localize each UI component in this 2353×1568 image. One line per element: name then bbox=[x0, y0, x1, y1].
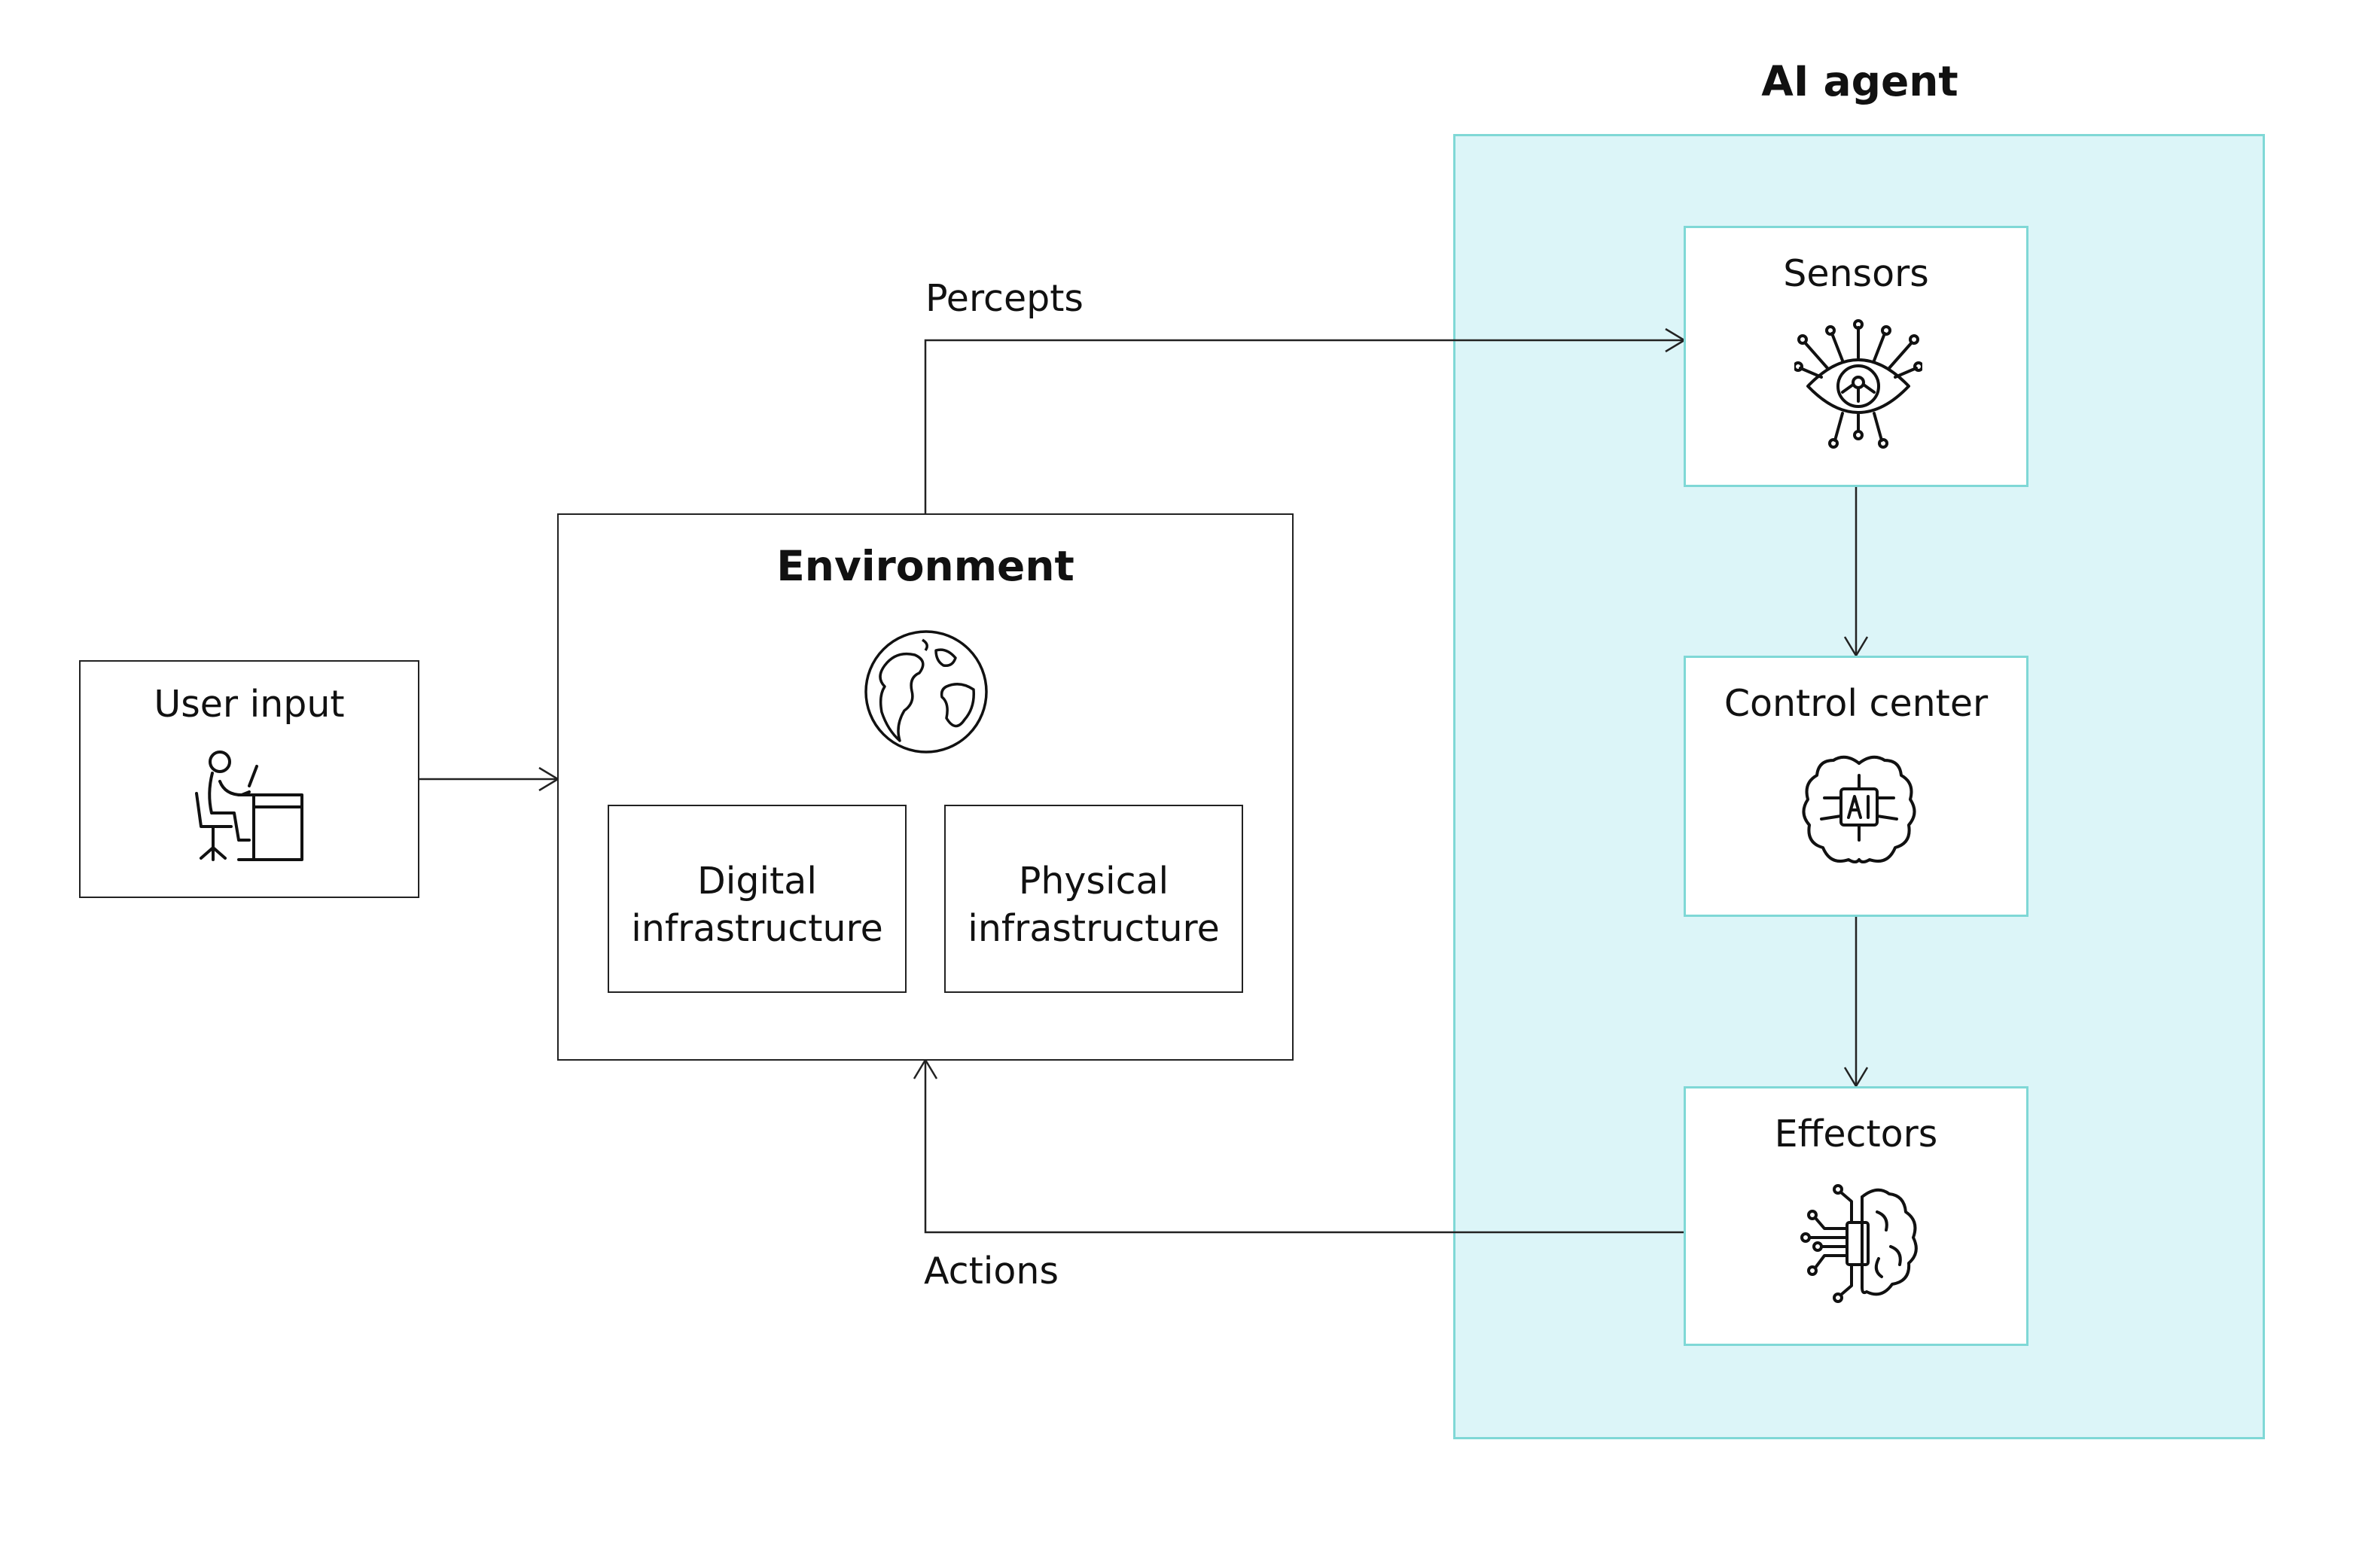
ai-agent-title: AI agent bbox=[1761, 57, 1958, 105]
user-input-box: User input bbox=[79, 660, 419, 898]
control-center-box: Control center bbox=[1684, 656, 2028, 917]
actions-label: Actions bbox=[924, 1250, 1059, 1292]
effectors-box: Effectors bbox=[1684, 1086, 2028, 1346]
arrow-actions bbox=[924, 1061, 1684, 1234]
digital-infrastructure-label: Digital infrastructure bbox=[631, 860, 883, 950]
digital-infrastructure-box: Digital infrastructure bbox=[608, 805, 907, 993]
sensors-box: Sensors bbox=[1684, 226, 2028, 487]
percepts-label: Percepts bbox=[925, 277, 1084, 320]
brain-circuit-icon bbox=[1800, 1184, 1918, 1303]
user-input-label: User input bbox=[154, 683, 345, 726]
control-center-label: Control center bbox=[1724, 682, 1989, 725]
effectors-label: Effectors bbox=[1774, 1113, 1938, 1155]
sensors-label: Sensors bbox=[1783, 252, 1929, 295]
environment-title: Environment bbox=[776, 542, 1074, 590]
physical-infrastructure-box: Physical infrastructure bbox=[944, 805, 1243, 993]
arrow-percepts bbox=[924, 339, 1684, 513]
person-at-desk-icon bbox=[195, 751, 303, 861]
physical-infrastructure-label: Physical infrastructure bbox=[968, 860, 1220, 950]
globe-icon bbox=[864, 630, 988, 754]
ai-eye-circuit-icon bbox=[1794, 319, 1922, 449]
ai-brain-icon bbox=[1802, 755, 1916, 863]
environment-box: Environment Digital infrastructure Physi… bbox=[557, 513, 1294, 1061]
